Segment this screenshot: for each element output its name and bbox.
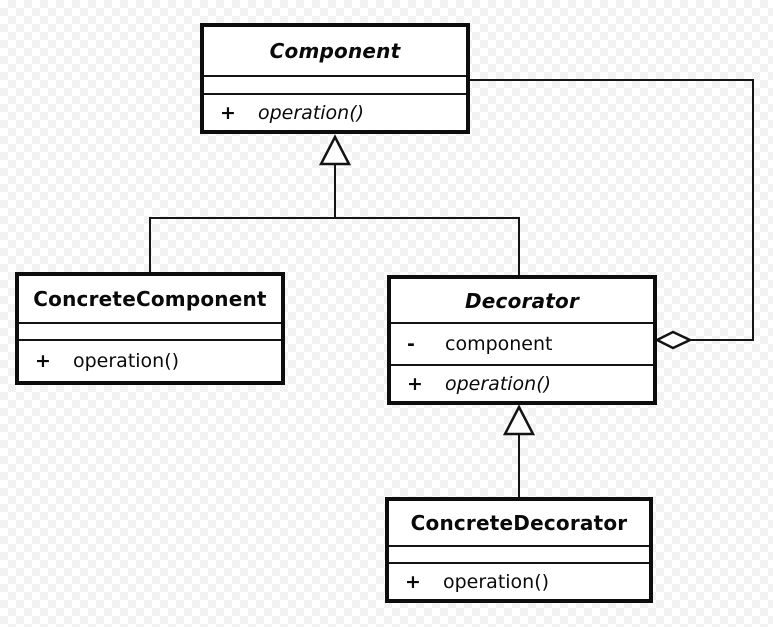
methods-compartment-concrete-component: + operation() (19, 339, 281, 381)
inheritance-triangle-icon (502, 404, 536, 436)
method-row: + operation() (204, 95, 466, 130)
method-row: + operation() (19, 341, 281, 381)
aggregation-diamond-icon (654, 330, 693, 350)
attributes-compartment-concrete-decorator (389, 545, 649, 562)
method-visibility: + (220, 101, 236, 124)
method-signature: operation() (443, 570, 550, 593)
method-visibility: + (405, 570, 421, 593)
methods-compartment-component: + operation() (204, 93, 466, 130)
class-name-concrete-decorator: ConcreteDecorator (410, 511, 628, 535)
class-box-concrete-component: ConcreteComponent + operation() (15, 272, 285, 385)
attribute-visibility: - (407, 333, 415, 355)
class-box-concrete-decorator: ConcreteDecorator + operation() (385, 497, 653, 603)
method-visibility: + (35, 350, 51, 372)
class-box-decorator: Decorator - component + operation() (387, 275, 657, 405)
aggregation-line-decorator-to-component (470, 79, 754, 341)
attribute-row: - component (391, 324, 653, 364)
method-signature: operation() (445, 372, 552, 395)
method-row: + operation() (389, 564, 649, 599)
method-signature: operation() (258, 101, 365, 124)
methods-compartment-concrete-decorator: + operation() (389, 562, 649, 599)
methods-compartment-decorator: + operation() (391, 364, 653, 401)
method-row: + operation() (391, 366, 653, 401)
attributes-compartment-component (204, 75, 466, 93)
attribute-name: component (445, 333, 553, 355)
class-name-concrete-component: ConcreteComponent (33, 287, 267, 311)
class-box-component: Component + operation() (200, 23, 470, 134)
inheritance-triangle-icon (318, 134, 352, 166)
generalization-line-subclasses-to-component (149, 217, 520, 277)
attributes-compartment-concrete-component (19, 322, 281, 339)
class-name-decorator: Decorator (464, 288, 580, 313)
class-name-component: Component (269, 39, 401, 63)
method-signature: operation() (73, 350, 180, 372)
attributes-compartment-decorator: - component (391, 322, 653, 364)
method-visibility: + (407, 372, 423, 395)
